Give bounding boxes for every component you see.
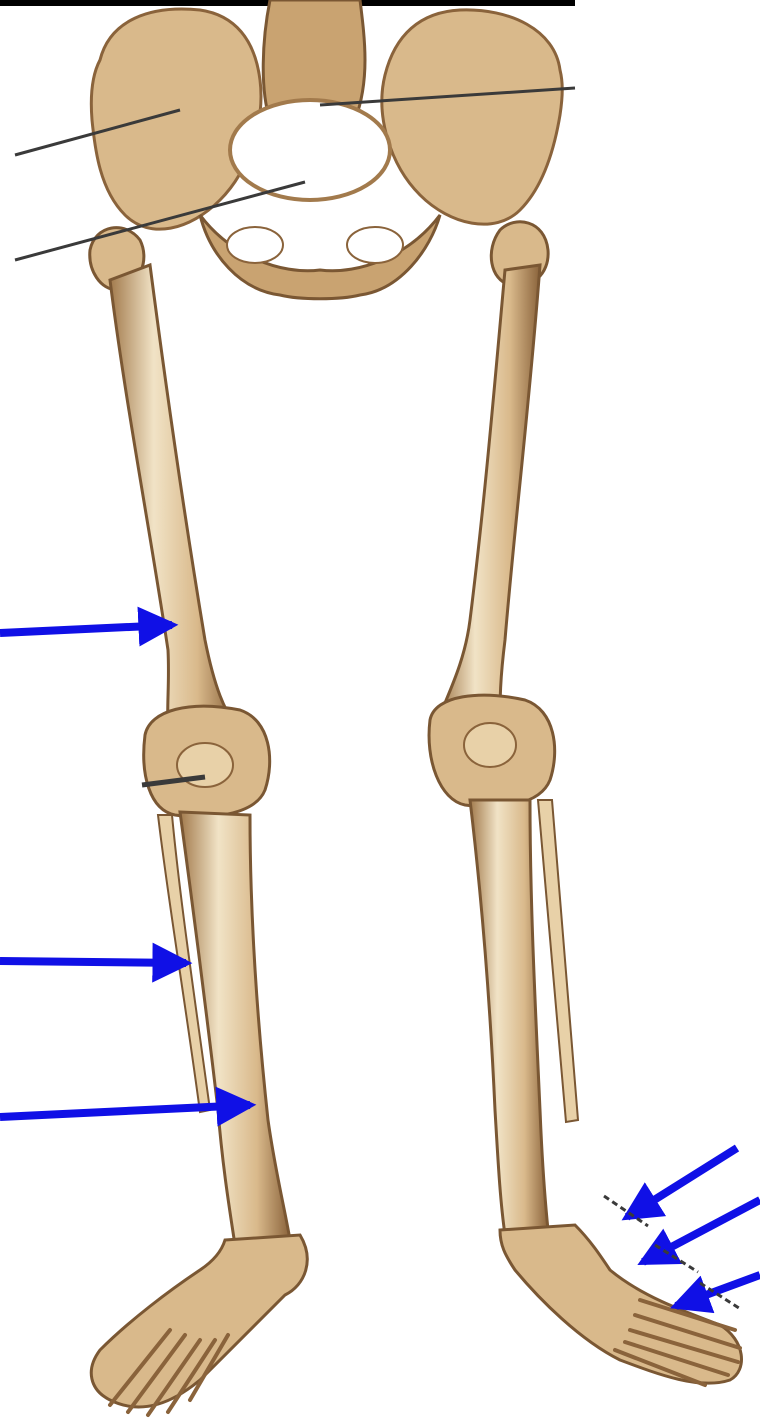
arrow-tibia [0, 1105, 250, 1117]
blue-arrows [0, 625, 760, 1306]
left-femur [110, 265, 235, 745]
arrow-fibula [0, 961, 186, 963]
right-fibula [538, 800, 578, 1122]
right-obturator-foramen [347, 227, 403, 263]
left-leg [90, 228, 307, 1415]
left-obturator-foramen [227, 227, 283, 263]
right-patella [464, 723, 516, 767]
arrow-phalanges [676, 1275, 760, 1306]
arrow-tarsals [627, 1148, 737, 1217]
right-ilium [382, 10, 562, 224]
left-ilium [91, 9, 261, 229]
right-foot [500, 1225, 741, 1383]
arrow-femur [0, 625, 172, 633]
pelvic-inlet [230, 100, 390, 200]
right-tibia [470, 800, 548, 1235]
right-femur [440, 265, 540, 720]
arrow-metatarsals [643, 1200, 760, 1262]
right-leg [429, 222, 741, 1385]
